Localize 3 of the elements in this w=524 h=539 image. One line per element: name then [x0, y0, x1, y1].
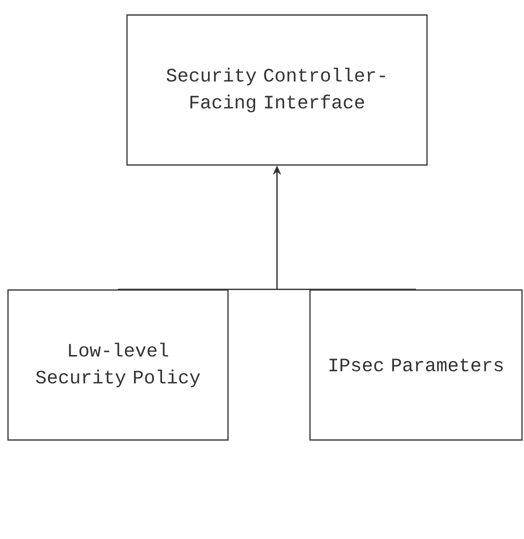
box: IPsec Parameters	[309, 289, 523, 441]
box: Security Controller-Facing Interface	[126, 14, 428, 166]
box: Low-level Security Policy	[7, 289, 229, 441]
